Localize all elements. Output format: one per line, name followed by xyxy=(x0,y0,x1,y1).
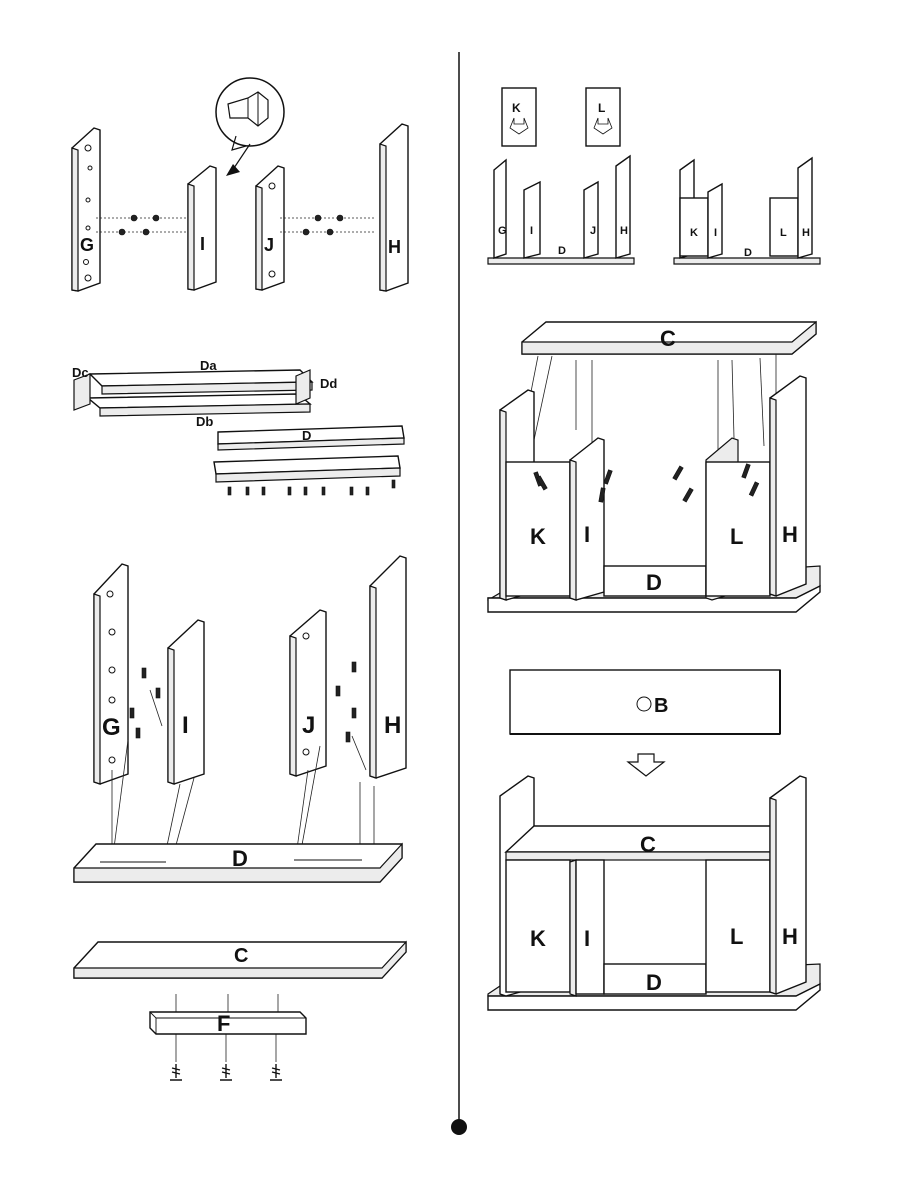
label-H: H xyxy=(782,924,798,949)
label-I: I xyxy=(714,227,717,239)
label-J: J xyxy=(590,225,596,237)
label-G: G xyxy=(498,225,507,237)
label-H: H xyxy=(388,237,401,257)
step-sides-on-D: G I J H D xyxy=(73,555,407,883)
panel-J: J xyxy=(255,165,285,291)
down-arrow-icon xyxy=(593,117,613,135)
label-D: D xyxy=(646,570,662,595)
label-G: G xyxy=(80,235,94,255)
label-H: H xyxy=(802,227,810,239)
label-L: L xyxy=(730,924,743,949)
cam-lock-detail-icon xyxy=(215,77,285,176)
label-C: C xyxy=(640,832,656,857)
label-K: K xyxy=(530,926,546,951)
label-I: I xyxy=(200,234,205,254)
label-J: J xyxy=(302,712,315,739)
label-L: L xyxy=(598,101,605,115)
step-attach-top-C: C K I D L H xyxy=(487,320,821,613)
label-Db: Db xyxy=(196,414,213,429)
panel-I: I xyxy=(187,165,217,291)
label-L: L xyxy=(730,524,743,549)
down-arrow-icon xyxy=(509,117,529,135)
dowel-icon xyxy=(96,214,376,236)
label-D: D xyxy=(646,970,662,995)
screw-icon xyxy=(170,1064,282,1081)
label-I: I xyxy=(584,926,590,951)
label-H: H xyxy=(620,225,628,237)
label-D: D xyxy=(232,846,248,871)
label-D: D xyxy=(558,245,566,257)
step-cam-fittings: G I J H xyxy=(71,77,409,292)
label-D-plate: D xyxy=(302,428,311,443)
label-I: I xyxy=(530,225,533,237)
label-Dc: Dc xyxy=(72,365,89,380)
label-Dd: Dd xyxy=(320,376,337,391)
label-I: I xyxy=(182,712,189,739)
label-F: F xyxy=(217,1011,230,1036)
screw-icon xyxy=(227,479,396,496)
step-back-panel-B: B C K I D L H xyxy=(487,669,821,1011)
step-inserts-K-L: K L G I J H D K I L H D xyxy=(487,87,821,265)
label-H: H xyxy=(782,522,798,547)
step-top-C-with-F: C F xyxy=(73,940,407,1081)
label-Da: Da xyxy=(200,358,217,373)
down-arrow-icon xyxy=(626,753,666,777)
step-frame-D: Da Db Dc Dd D xyxy=(72,358,405,496)
label-I: I xyxy=(584,522,590,547)
panel-H: H xyxy=(379,123,409,292)
label-H: H xyxy=(384,712,401,739)
panel-G: G xyxy=(71,127,101,292)
label-C: C xyxy=(234,945,248,967)
label-J: J xyxy=(264,235,274,255)
label-B: B xyxy=(654,695,668,717)
label-K: K xyxy=(530,524,546,549)
label-C: C xyxy=(660,326,676,351)
label-D: D xyxy=(744,247,752,259)
label-G: G xyxy=(102,714,121,741)
label-K: K xyxy=(512,101,521,115)
label-L: L xyxy=(780,227,787,239)
screw-icon xyxy=(533,463,760,503)
label-K: K xyxy=(690,227,698,239)
page-marker-icon xyxy=(451,1119,467,1135)
